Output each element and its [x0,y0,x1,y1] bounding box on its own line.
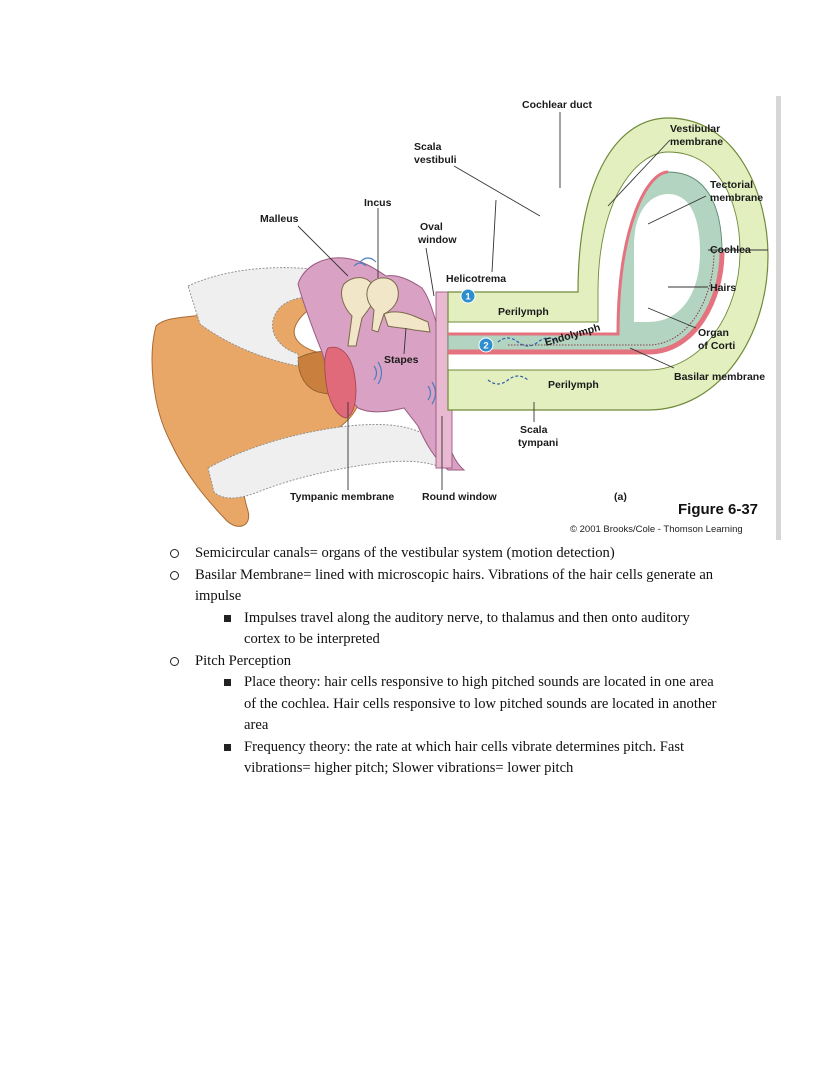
fluid-wave-upper [497,337,559,347]
tympanic-membrane-shape [324,346,357,419]
marker-1-circle [460,288,476,304]
square-bullet-icon [224,614,231,622]
marker-2-circle [478,337,494,353]
list-subitem-impulses: Impulses travel along the auditory nerve… [168,608,728,651]
ear-diagram: 1 2 Cochlear duct Vestibular membrane Sc… [151,96,781,540]
incus-bone [366,277,399,333]
ear-anatomy-figure: 1 2 Cochlear duct Vestibular membrane Sc… [148,96,784,540]
list-item-text: Place theory: hair cells responsive to h… [244,674,717,733]
label-oval-window-1: Oval [420,221,443,233]
notes-list: Semicircular canals= organs of the vesti… [168,543,728,780]
list-item-pitch: Pitch Perception [168,651,728,673]
label-basilar-membrane: Basilar membrane [674,371,765,383]
label-stapes: Stapes [384,354,419,366]
figure-copyright: © 2001 Brooks/Cole - Thomson Learning [570,524,743,535]
list-subitem-place-theory: Place theory: hair cells responsive to h… [168,672,728,737]
figure-title: Figure 6-37 [678,501,758,518]
label-organ-of-corti-1: Organ [698,327,729,339]
stapes-bone [383,311,431,333]
label-organ-of-corti-2: of Corti [698,340,735,352]
square-bullet-icon [224,679,231,686]
list-item-basilar: Basilar Membrane= lined with microscopic… [168,565,728,608]
sound-waves-lower [427,381,437,405]
leader-scala-vestibuli [453,165,541,217]
leader-basilar-membrane [629,347,675,369]
list-item-semicircular: Semicircular canals= organs of the vesti… [168,543,728,565]
label-round-window: Round window [422,491,497,503]
sound-waves-top [353,257,377,267]
center-fill [634,194,700,322]
tectorial-membrane-spiral [448,170,669,336]
circle-bullet-icon [170,549,179,558]
leader-organ-of-corti [647,307,697,329]
label-scala-tympani-2: tympani [518,437,558,449]
circle-bullet-icon [170,656,179,666]
leader-vestibular-membrane [607,139,671,207]
label-oval-window-2: window [417,234,457,246]
leader-helicotrema [491,199,497,273]
list-item-text: Frequency theory: the rate at which hair… [244,738,685,777]
label-perilymph-top: Perilymph [498,306,549,318]
marker-1-label: 1 [465,292,471,303]
figure-edge [776,96,781,540]
hair-cells-spiral [508,251,715,346]
marker-2-label: 2 [483,341,488,352]
label-vestibular-membrane-1: Vestibular [670,123,720,135]
label-helicotrema: Helicotrema [446,273,506,285]
label-scala-vestibuli-2: vestibuli [414,154,457,166]
label-tectorial-membrane-2: membrane [710,192,763,204]
sound-waves-round [373,361,383,385]
leader-tectorial-membrane [647,195,707,225]
fluid-wave-lower [487,375,529,385]
leader-stapes [403,327,407,355]
list-subitem-frequency-theory: Frequency theory: the rate at which hair… [168,737,728,780]
lower-bone [207,424,445,499]
list-item-text: Impulses travel along the auditory nerve… [244,609,690,648]
list-item-text: Semicircular canals= organs of the vesti… [195,545,615,561]
label-tectorial-membrane-1: Tectorial [710,179,753,191]
label-vestibular-membrane-2: membrane [670,136,723,148]
leader-oval-window [425,247,435,297]
label-cochlea: Cochlea [710,244,751,256]
label-cochlear-duct: Cochlear duct [522,99,593,111]
label-scala-vestibuli-1: Scala [414,141,442,153]
label-panel: (a) [614,491,627,503]
label-incus: Incus [364,197,392,209]
square-bullet-icon [224,743,231,751]
label-scala-tympani-1: Scala [520,424,548,436]
leader-malleus [297,225,349,277]
label-perilymph-bottom: Perilymph [548,379,599,391]
circle-bullet-icon [170,570,179,580]
label-hairs: Hairs [710,282,736,294]
list-item-text: Pitch Perception [195,652,292,669]
basilar-membrane-spiral [448,251,725,355]
label-tympanic-membrane: Tympanic membrane [290,491,394,503]
list-item-text: Basilar Membrane= lined with microscopic… [195,566,714,605]
label-malleus: Malleus [260,213,299,225]
